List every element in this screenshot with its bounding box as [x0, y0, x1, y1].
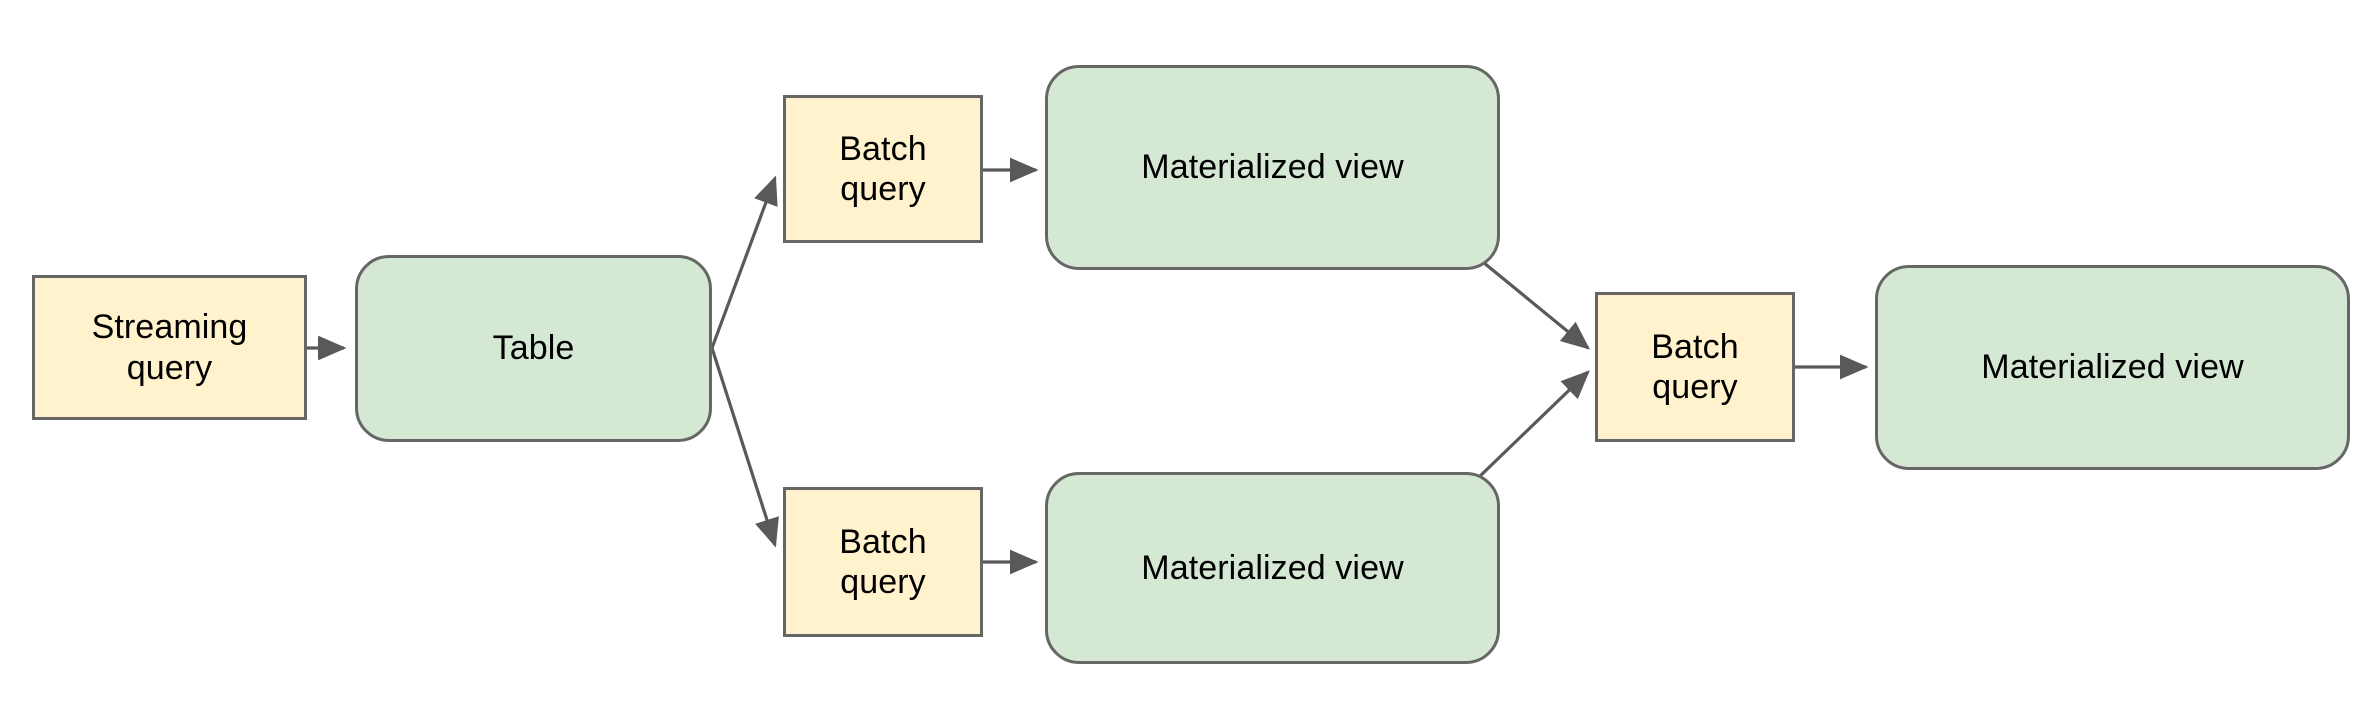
node-label: Batch query — [839, 129, 927, 208]
node-table[interactable]: Table — [355, 255, 712, 442]
edge-table-to-batch-bottom — [710, 347, 779, 548]
node-label: Batch query — [839, 522, 927, 601]
node-label: Streaming query — [91, 308, 248, 387]
node-materialized-view-final[interactable]: Materialized view — [1875, 265, 2350, 470]
edge-table-to-batch-top — [710, 175, 778, 349]
node-batch-query-top[interactable]: Batch query — [783, 95, 983, 243]
node-batch-query-merge[interactable]: Batch query — [1595, 292, 1795, 442]
node-materialized-view-bottom[interactable]: Materialized view — [1045, 472, 1500, 664]
node-batch-query-bottom[interactable]: Batch query — [783, 487, 983, 637]
node-label: Table — [492, 329, 575, 368]
node-label: Batch query — [1651, 327, 1739, 406]
node-streaming-query[interactable]: Streaming query — [32, 275, 307, 420]
node-label: Materialized view — [1981, 348, 2244, 387]
node-label: Materialized view — [1141, 148, 1404, 187]
edge-mv-bottom-to-batch-merge — [1476, 370, 1590, 480]
node-materialized-view-top[interactable]: Materialized view — [1045, 65, 1500, 270]
edge-mv-top-to-batch-merge — [1476, 256, 1590, 350]
node-label: Materialized view — [1141, 548, 1404, 587]
